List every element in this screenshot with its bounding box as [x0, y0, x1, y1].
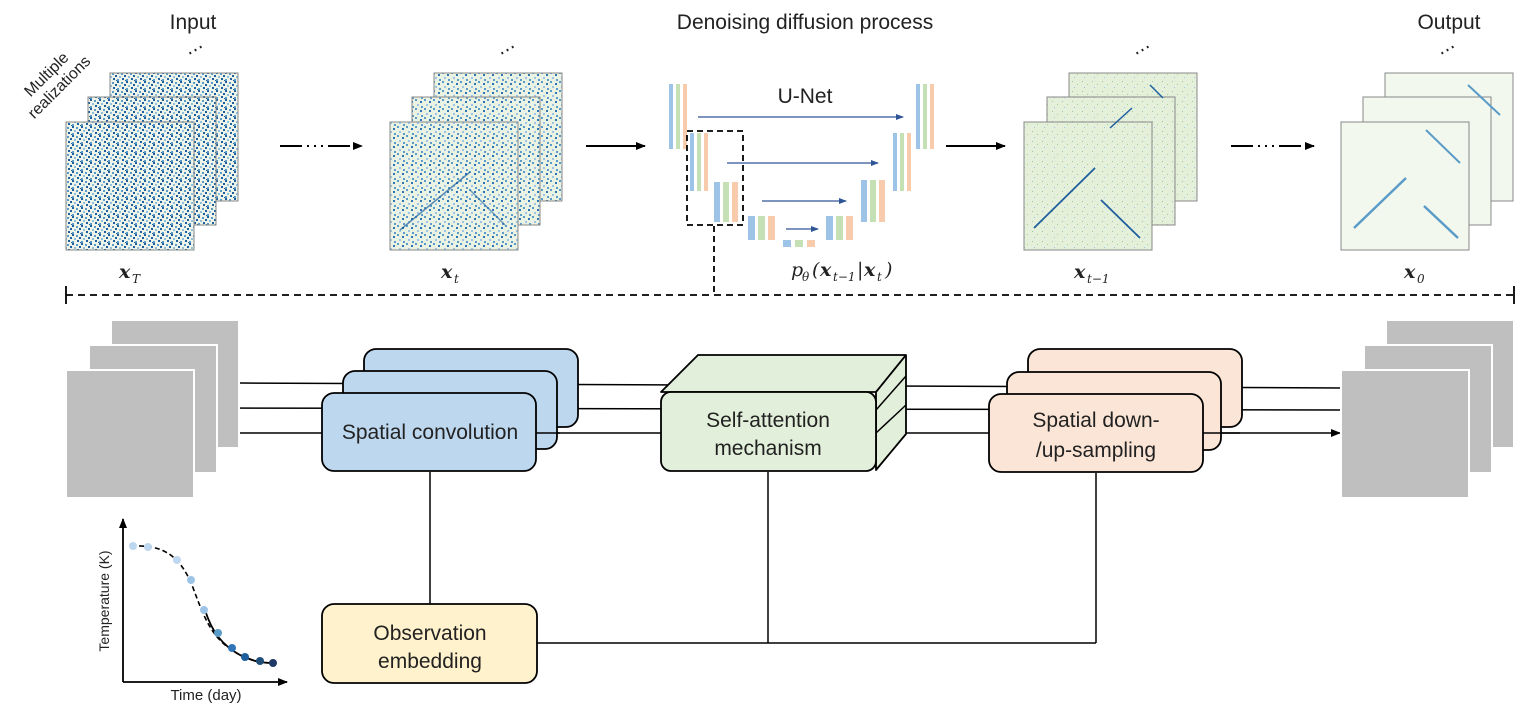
svg-text:x: x — [440, 261, 453, 283]
svg-text:t: t — [877, 270, 882, 284]
input-stack-xT — [65, 72, 239, 251]
spatial-convolution-block: Spatial convolution — [321, 348, 579, 472]
label-xT: x T — [118, 261, 141, 286]
svg-text:0: 0 — [1417, 272, 1425, 286]
observation-label-2: embedding — [378, 650, 482, 673]
plot-point — [129, 542, 137, 550]
svg-text:x: x — [1403, 261, 1416, 283]
plot-curve — [130, 545, 275, 664]
down-up-sampling-block: Spatial down- /up-sampling — [988, 348, 1243, 473]
plot-point — [241, 653, 249, 661]
svg-text:x: x — [1073, 261, 1086, 283]
svg-text:θ: θ — [802, 270, 810, 284]
process-header: Denoising diffusion process — [677, 11, 933, 34]
svg-text:x: x — [819, 259, 832, 281]
svg-text:x: x — [863, 259, 876, 281]
svg-text:x: x — [118, 261, 131, 283]
stack-xt1 — [1023, 72, 1198, 251]
svg-text:p: p — [791, 259, 803, 281]
label-xt: x t — [440, 261, 459, 286]
plot-xlabel: Time (day) — [170, 687, 241, 704]
output-header: Output — [1417, 11, 1480, 34]
down-up-sampling-label-1: Spatial down- — [1032, 409, 1159, 432]
plot-point — [200, 606, 208, 614]
self-attention-label-2: mechanism — [714, 437, 821, 460]
unet-label: U-Net — [778, 85, 833, 108]
plot-point — [256, 657, 264, 665]
label-xt1: x t−1 — [1073, 261, 1110, 286]
output-stack-x0 — [1340, 72, 1514, 251]
plot-point — [214, 629, 222, 637]
plot-point — [173, 556, 181, 564]
self-attention-block: Self-attention mechanism — [660, 354, 907, 472]
svg-text:(: ( — [812, 259, 820, 281]
plot-point — [269, 659, 277, 667]
plot-point — [187, 576, 195, 584]
plot-point — [144, 543, 152, 551]
observation-label-1: Observation — [373, 622, 486, 645]
output-feature-stack — [1340, 319, 1515, 499]
plot-ylabel: Temperature (K) — [96, 550, 112, 651]
unet-schematic — [669, 84, 934, 247]
label-x0: x 0 — [1403, 261, 1425, 286]
down-up-sampling-label-2: /up-sampling — [1036, 439, 1156, 462]
ellipsis-xt1: ⋯ — [1130, 36, 1156, 62]
svg-text:|: | — [857, 259, 863, 281]
svg-text:t−1: t−1 — [833, 270, 856, 284]
ellipsis-xT: ⋯ — [183, 36, 209, 62]
svg-text:t−1: t−1 — [1087, 272, 1110, 286]
ellipsis-xt: ⋯ — [495, 36, 521, 62]
svg-text:T: T — [132, 272, 141, 286]
self-attention-label-1: Self-attention — [706, 409, 830, 432]
temperature-plot: Temperature (K) Time (day) — [96, 518, 288, 704]
svg-text:t: t — [454, 272, 459, 286]
plot-point — [228, 644, 236, 652]
stack-xt — [389, 72, 563, 251]
input-feature-stack — [65, 319, 240, 499]
svg-text:): ) — [884, 259, 892, 281]
zoom-connector — [65, 226, 1515, 304]
label-transition: p θ ( x t−1 | x t ) — [791, 259, 892, 284]
spatial-convolution-label: Spatial convolution — [342, 421, 518, 444]
ellipsis-x0: ⋯ — [1435, 36, 1461, 62]
input-header: Input — [170, 11, 217, 34]
observation-embedding-block: Observation embedding — [321, 603, 538, 684]
realizations-label: Multiple realizations — [21, 49, 94, 122]
